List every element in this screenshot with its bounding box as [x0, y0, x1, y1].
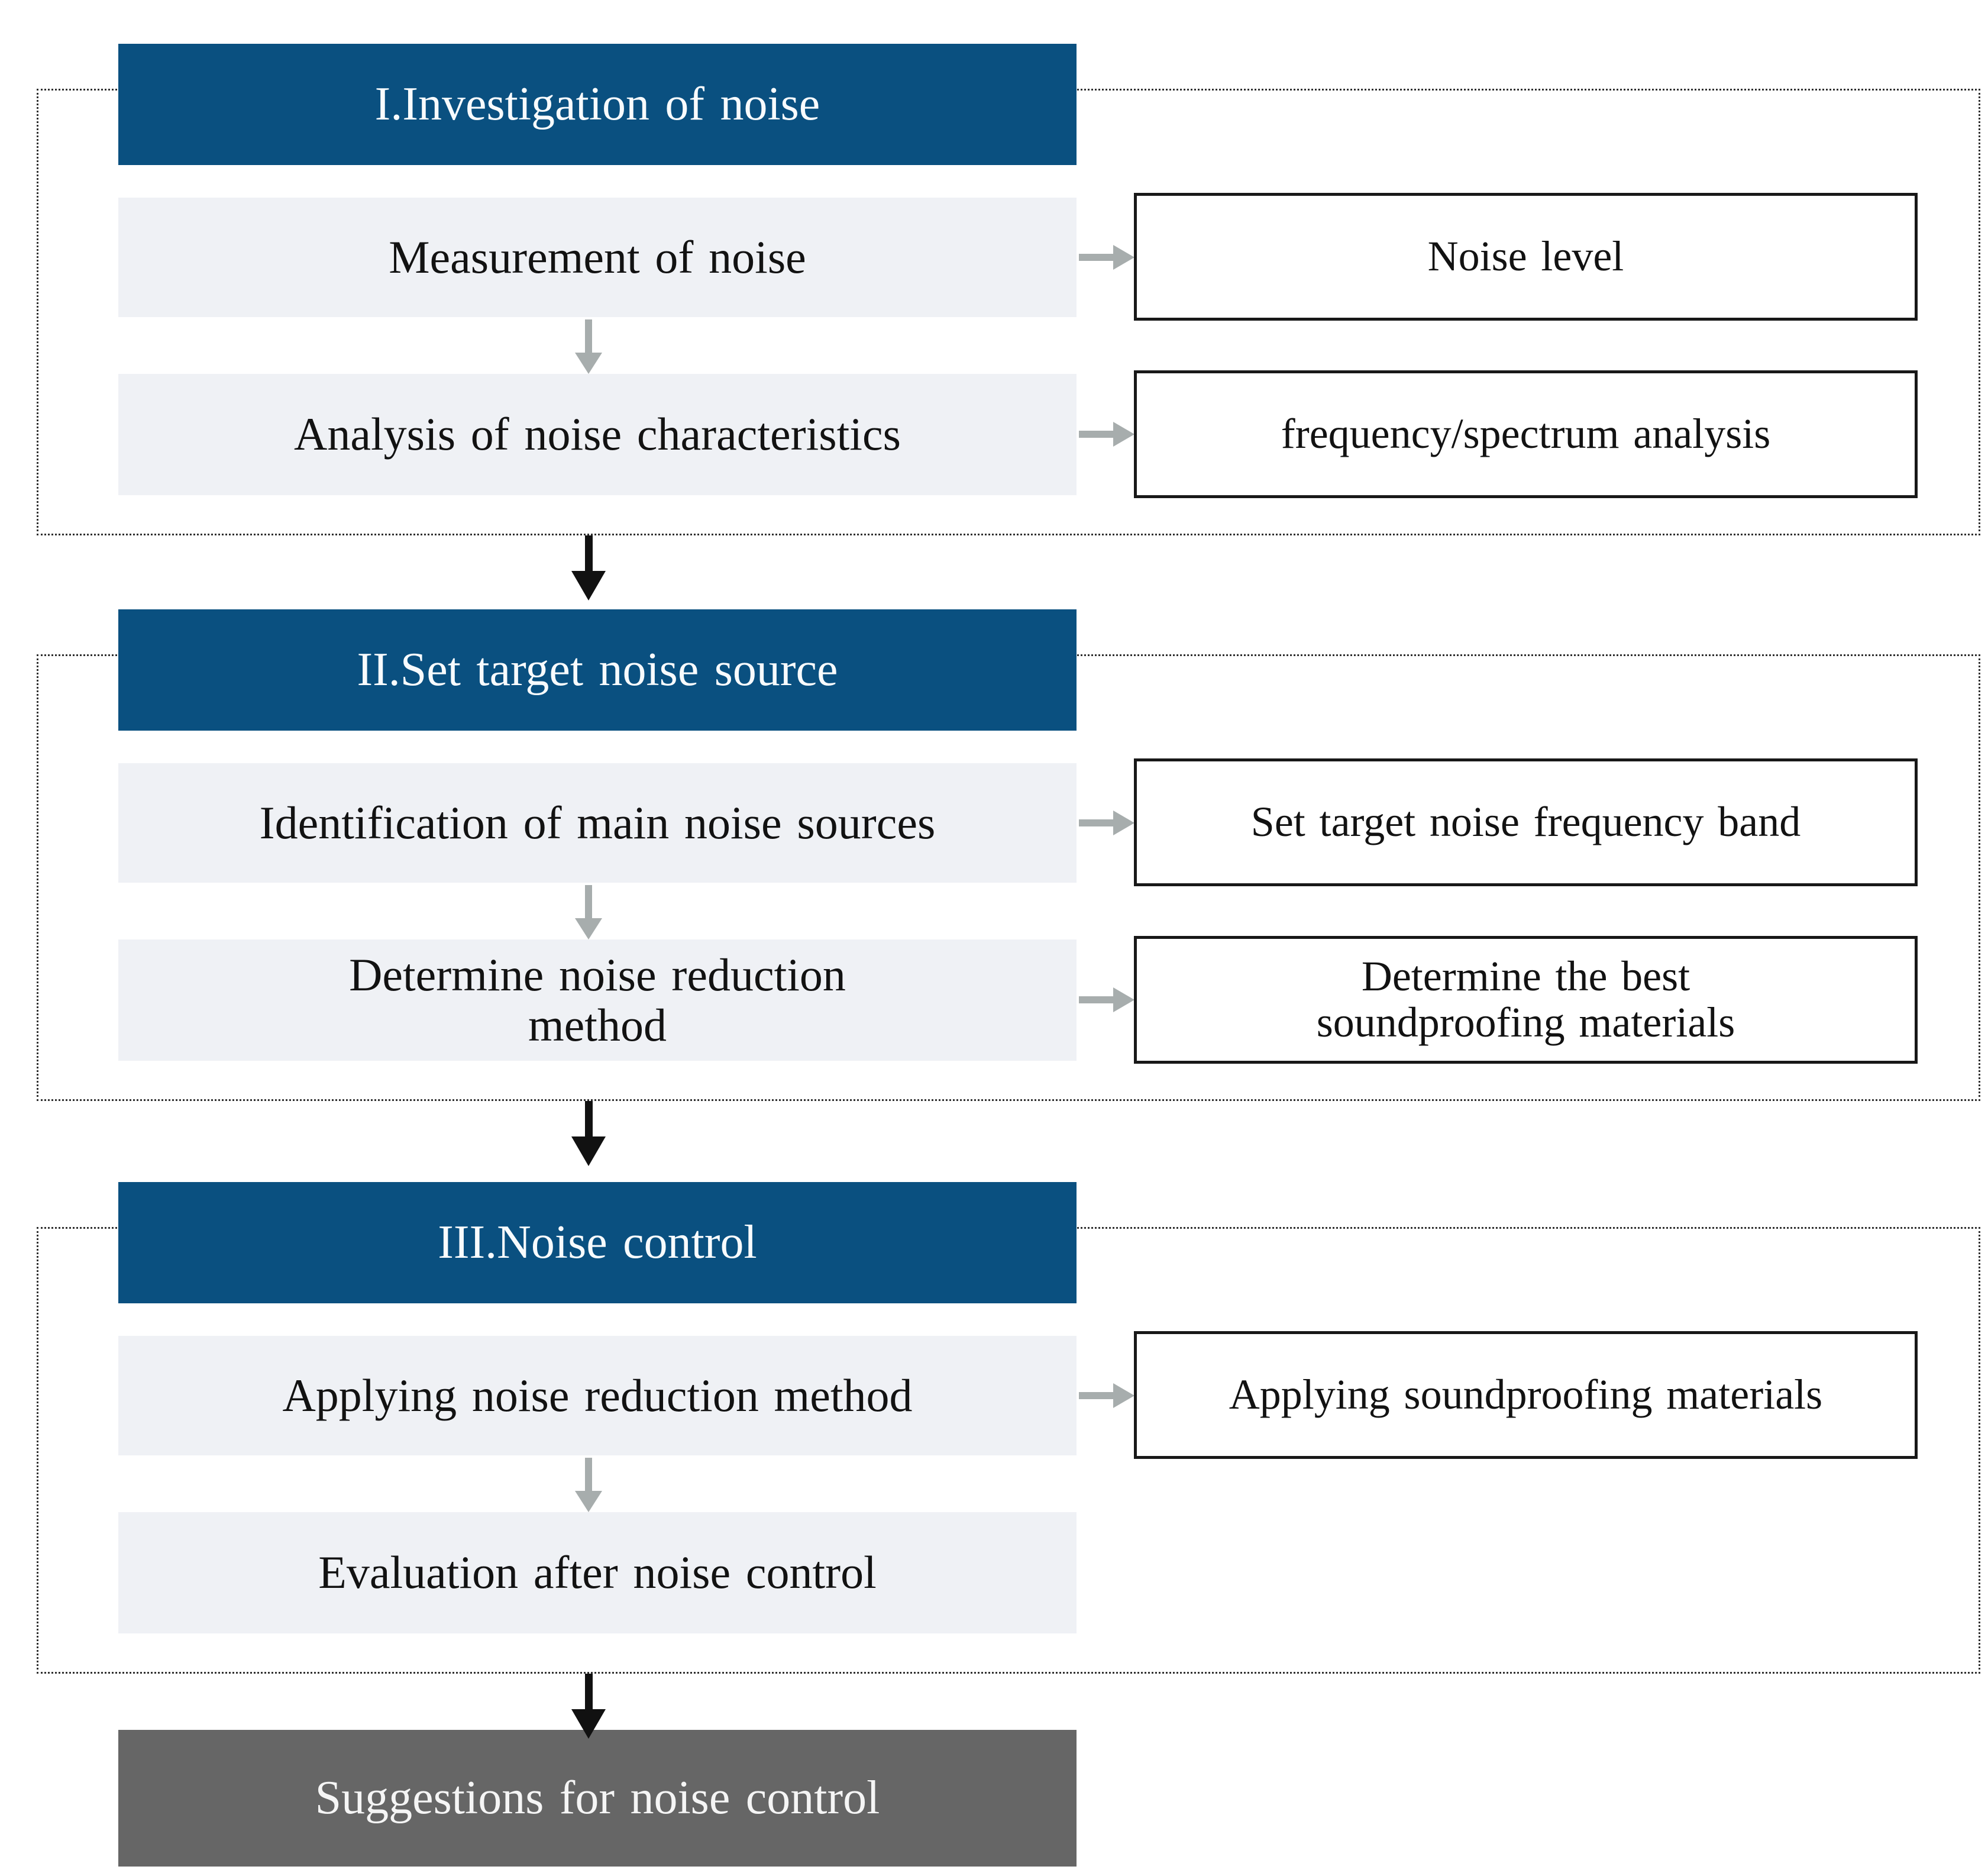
step-analysis-of-noise-characteristics: Analysis of noise characteristics [118, 374, 1077, 495]
result-applying-soundproofing-materials: Applying soundproofing materials [1134, 1331, 1918, 1459]
step-label: Measurement of noise [389, 231, 806, 283]
result-determine-best-soundproofing-materials: Determine the best soundproofing materia… [1134, 936, 1918, 1064]
result-frequency-spectrum-analysis: frequency/spectrum analysis [1134, 370, 1918, 498]
result-label: Applying soundproofing materials [1229, 1371, 1823, 1419]
section-set-target-header: II.Set target noise source [118, 609, 1077, 731]
result-set-target-noise-frequency-band: Set target noise frequency band [1134, 758, 1918, 886]
step-measurement-of-noise: Measurement of noise [118, 198, 1077, 317]
result-label: Set target noise frequency band [1250, 798, 1801, 846]
section-set-target-noise-source: II.Set target noise source Identificatio… [0, 609, 1988, 1182]
result-label: frequency/spectrum analysis [1281, 410, 1771, 458]
section-noise-control: III.Noise control Applying noise reducti… [0, 1182, 1988, 1739]
step-label: Determine noise reduction method [349, 949, 846, 1051]
section-investigation-title: I.Investigation of noise [374, 78, 820, 130]
step-determine-noise-reduction-method: Determine noise reduction method [118, 939, 1077, 1061]
step-label: Applying noise reduction method [282, 1369, 913, 1421]
step-evaluation-after-noise-control: Evaluation after noise control [118, 1512, 1077, 1633]
footer-label: Suggestions for noise control [315, 1772, 880, 1824]
section-set-target-title: II.Set target noise source [357, 644, 838, 696]
step-identification-of-main-noise-sources: Identification of main noise sources [118, 763, 1077, 883]
section-investigation-header: I.Investigation of noise [118, 44, 1077, 165]
suggestions-for-noise-control-box: Suggestions for noise control [118, 1730, 1077, 1867]
result-label: Noise level [1427, 233, 1624, 280]
section-noise-control-title: III.Noise control [438, 1216, 757, 1268]
step-label: Evaluation after noise control [318, 1546, 877, 1599]
result-noise-level: Noise level [1134, 193, 1918, 321]
step-label: Identification of main noise sources [259, 796, 936, 848]
step-label: Analysis of noise characteristics [294, 408, 901, 460]
section-noise-control-header: III.Noise control [118, 1182, 1077, 1303]
result-label: Determine the best soundproofing materia… [1316, 952, 1735, 1046]
step-applying-noise-reduction-method: Applying noise reduction method [118, 1336, 1077, 1455]
section-investigation: I.Investigation of noise Measurement of … [0, 44, 1988, 609]
